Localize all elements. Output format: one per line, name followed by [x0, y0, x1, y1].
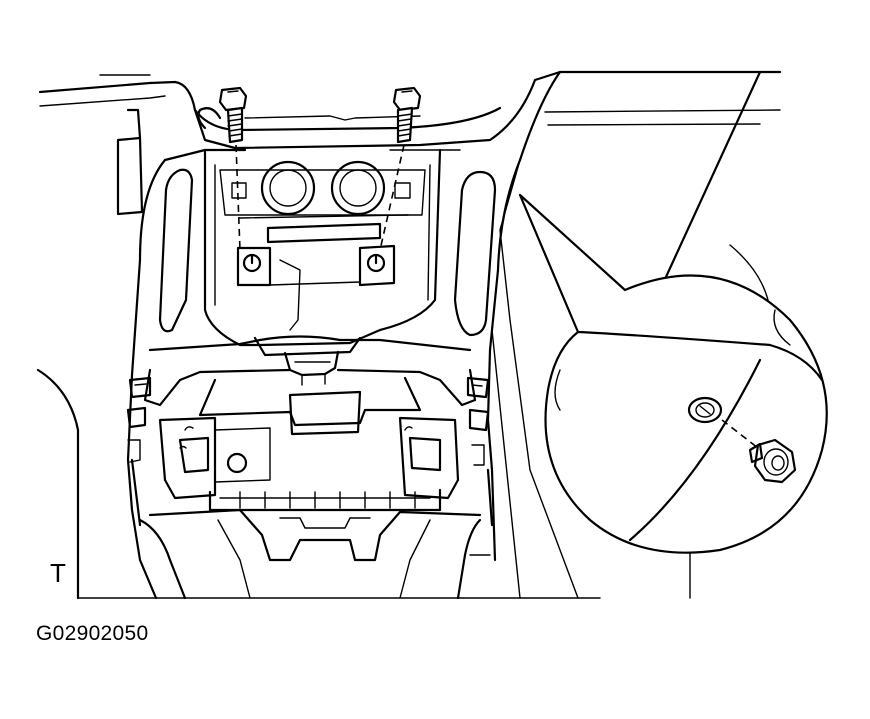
bolt-right [379, 86, 422, 251]
detail-callout [518, 193, 828, 554]
left-dash-tab [116, 107, 222, 216]
right-panel-lines [491, 70, 769, 599]
center-console [126, 148, 522, 600]
bolt-left [218, 86, 248, 251]
figure-code: G02902050 [36, 622, 149, 645]
seat-outline [36, 368, 80, 600]
view-label: T [50, 558, 66, 588]
